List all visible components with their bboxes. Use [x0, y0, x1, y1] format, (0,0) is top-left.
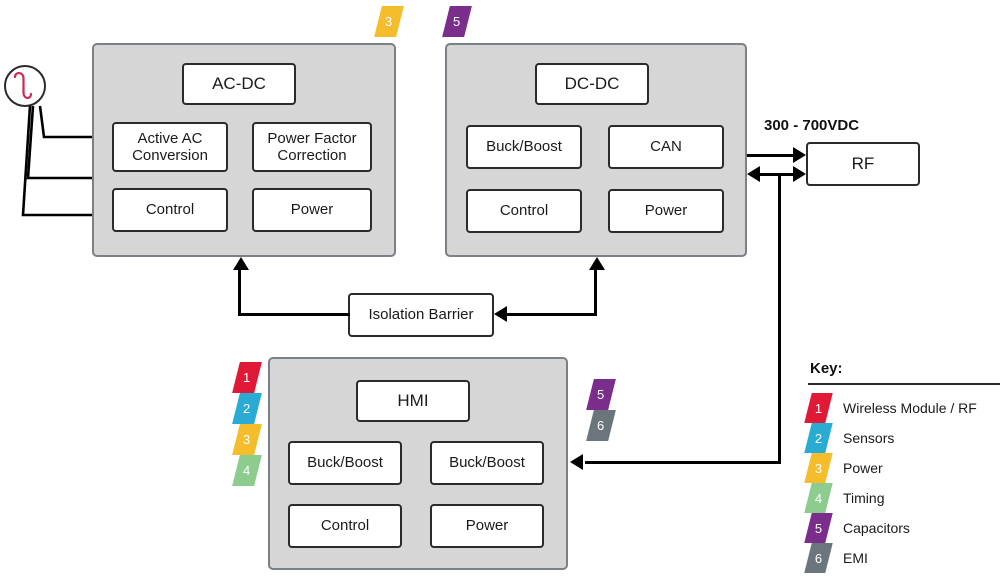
key-item: 2 Sensors — [804, 423, 1000, 453]
box-hmi-buck-boost-left[interactable]: Buck/Boost — [288, 441, 402, 485]
tag-hmi-4: 4 — [232, 455, 262, 486]
key-divider — [808, 383, 1000, 385]
arrowhead-rf-in-bottom — [793, 166, 806, 182]
arrowhead-dcdc-in — [747, 166, 760, 182]
tag-hmi-1: 1 — [232, 362, 262, 393]
arrowhead-rf-in-top — [793, 147, 806, 163]
box-acdc-power[interactable]: Power — [252, 188, 372, 232]
tag-hmi-6: 6 — [586, 410, 616, 441]
box-dcdc-power[interactable]: Power — [608, 189, 724, 233]
box-power-factor-correction[interactable]: Power Factor Correction — [252, 122, 372, 172]
key-legend: Key: 1 Wireless Module / RF 2 Sensors 3 … — [804, 360, 1000, 573]
key-tag-1: 1 — [804, 393, 833, 423]
box-dcdc-control[interactable]: Control — [466, 189, 582, 233]
line-isolation-left — [238, 313, 350, 316]
key-label-2: Sensors — [843, 430, 895, 446]
tag-hmi-5: 5 — [586, 379, 616, 410]
ac-source-leads — [21, 105, 92, 217]
box-acdc-control[interactable]: Control — [112, 188, 228, 232]
key-label-5: Capacitors — [843, 520, 910, 536]
key-item: 1 Wireless Module / RF — [804, 393, 1000, 423]
line-rf-bus-vertical — [778, 174, 781, 463]
key-tag-4: 4 — [804, 483, 833, 513]
box-dcdc-header[interactable]: DC-DC — [535, 63, 649, 105]
arrowhead-hmi-in — [570, 454, 583, 470]
key-tag-6: 6 — [804, 543, 833, 573]
box-dcdc-can[interactable]: CAN — [608, 125, 724, 169]
key-title: Key: — [810, 360, 843, 377]
tag-dcdc-5: 5 — [442, 6, 472, 37]
box-hmi-control[interactable]: Control — [288, 504, 402, 548]
box-active-ac-conversion[interactable]: Active AC Conversion — [112, 122, 228, 172]
ac-source-symbol — [4, 65, 46, 107]
line-isolation-right — [505, 313, 597, 316]
key-item: 6 EMI — [804, 543, 1000, 573]
arrowhead-dcdc-bottom-in — [589, 257, 605, 270]
tag-acdc-3: 3 — [374, 6, 404, 37]
key-label-3: Power — [843, 460, 883, 476]
line-isolation-right-up — [594, 270, 597, 315]
line-isolation-left-up — [238, 270, 241, 315]
key-label-1: Wireless Module / RF — [843, 400, 977, 416]
box-dcdc-buck-boost[interactable]: Buck/Boost — [466, 125, 582, 169]
box-hmi-buck-boost-right[interactable]: Buck/Boost — [430, 441, 544, 485]
box-hmi-power[interactable]: Power — [430, 504, 544, 548]
box-isolation-barrier[interactable]: Isolation Barrier — [348, 293, 494, 337]
key-tag-5: 5 — [804, 513, 833, 543]
line-dcdc-rf-top — [747, 154, 797, 157]
line-dcdc-rf-bottom — [751, 173, 797, 176]
line-bus-to-hmi — [585, 461, 781, 464]
box-acdc-header[interactable]: AC-DC — [182, 63, 296, 105]
key-item: 4 Timing — [804, 483, 1000, 513]
arrowhead-isolation-in — [494, 306, 507, 322]
key-item: 5 Capacitors — [804, 513, 1000, 543]
key-label-4: Timing — [843, 490, 885, 506]
key-item: 3 Power — [804, 453, 1000, 483]
tag-hmi-2: 2 — [232, 393, 262, 424]
tag-hmi-3: 3 — [232, 424, 262, 455]
key-tag-2: 2 — [804, 423, 833, 453]
box-rf[interactable]: RF — [806, 142, 920, 186]
key-tag-3: 3 — [804, 453, 833, 483]
box-hmi-header[interactable]: HMI — [356, 380, 470, 422]
arrowhead-acdc-in — [233, 257, 249, 270]
voltage-label: 300 - 700VDC — [764, 117, 860, 134]
key-label-6: EMI — [843, 550, 868, 566]
